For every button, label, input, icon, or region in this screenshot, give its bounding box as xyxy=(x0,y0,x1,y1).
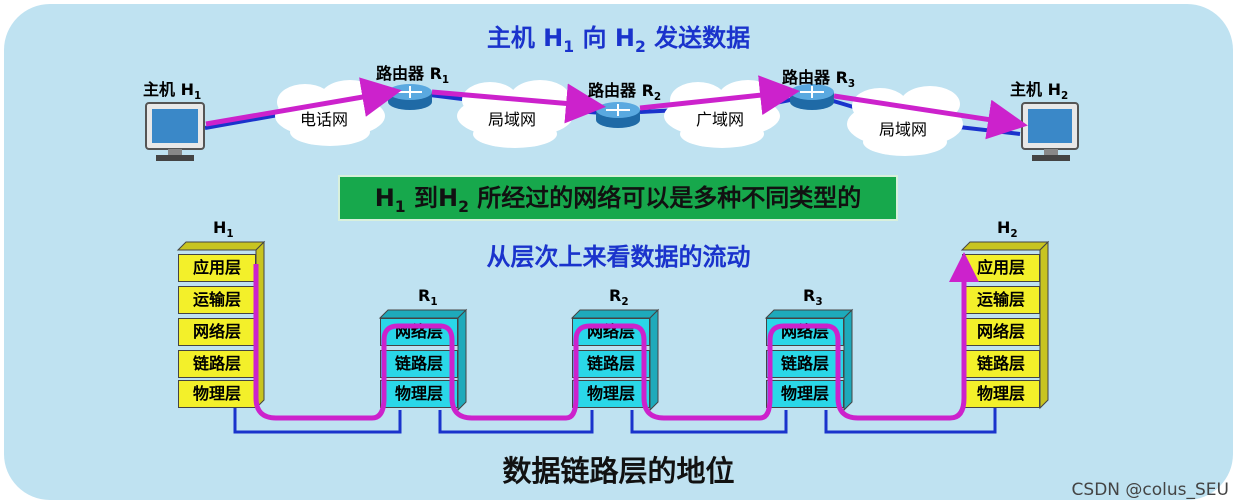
cloud-2 xyxy=(457,80,573,148)
router-label-r3: 路由器 R3 xyxy=(782,68,856,91)
host-h1-monitor-icon xyxy=(145,102,205,161)
r2-layer-physical: 物理层 xyxy=(572,380,650,408)
h1-layer-network: 网络层 xyxy=(178,318,256,346)
r1-layer-link: 链路层 xyxy=(380,350,458,378)
stack-label-r1: R1 xyxy=(418,286,438,309)
r3-layer-physical: 物理层 xyxy=(766,380,844,408)
bottom-blue-link xyxy=(233,408,997,434)
network-types-banner: H1 到H2 所经过的网络可以是多种不同类型的 xyxy=(338,175,898,221)
h1-layer-transport: 运输层 xyxy=(178,286,256,314)
r1-layer-physical: 物理层 xyxy=(380,380,458,408)
flow-arrow-1 xyxy=(205,77,402,127)
r2-layer-link: 链路层 xyxy=(572,350,650,378)
cloud-label-4: 局域网 xyxy=(879,120,928,139)
r3-layer-link: 链路层 xyxy=(766,350,844,378)
router-label-r2: 路由器 R2 xyxy=(588,81,662,104)
cloud-label-3: 广域网 xyxy=(696,110,745,129)
router-label-r1: 路由器 R1 xyxy=(376,64,450,87)
flow-arrow-3 xyxy=(639,75,800,116)
h2-layer-application: 应用层 xyxy=(962,254,1040,282)
host-h2-monitor-icon xyxy=(1021,102,1079,161)
router-icon-1 xyxy=(388,84,432,110)
stack-label-h2: H2 xyxy=(997,218,1018,241)
h1-layer-application: 应用层 xyxy=(178,254,256,282)
stack-label-h1: H1 xyxy=(213,218,234,241)
h2-layer-physical: 物理层 xyxy=(962,380,1040,408)
router-icon-2 xyxy=(596,102,640,128)
flow-arrow-4 xyxy=(833,93,1028,140)
h2-layer-network: 网络层 xyxy=(962,318,1040,346)
host-label-h1: 主机 H1 xyxy=(143,80,202,103)
r1-layer-network: 网络层 xyxy=(380,318,458,346)
stack-label-r2: R2 xyxy=(609,286,629,309)
router-icon-3 xyxy=(790,84,834,110)
stack-label-r3: R3 xyxy=(803,286,823,309)
watermark: CSDN @colus_SEU xyxy=(1071,480,1229,500)
cloud-label-2: 局域网 xyxy=(488,110,537,129)
h2-layer-transport: 运输层 xyxy=(962,286,1040,314)
flow-arrow-2 xyxy=(431,83,606,124)
h1-layer-physical: 物理层 xyxy=(178,380,256,408)
h2-layer-link: 链路层 xyxy=(962,350,1040,378)
host-label-h2: 主机 H2 xyxy=(1010,80,1069,103)
diagram-title: 主机 H1 向 H2 发送数据 xyxy=(486,24,751,56)
r3-layer-network: 网络层 xyxy=(766,318,844,346)
bottom-title: 数据链路层的地位 xyxy=(502,454,735,488)
cloud-label-1: 电话网 xyxy=(300,110,349,129)
r2-layer-network: 网络层 xyxy=(572,318,650,346)
stack-h2-3d xyxy=(960,240,1050,410)
h1-layer-link: 链路层 xyxy=(178,350,256,378)
